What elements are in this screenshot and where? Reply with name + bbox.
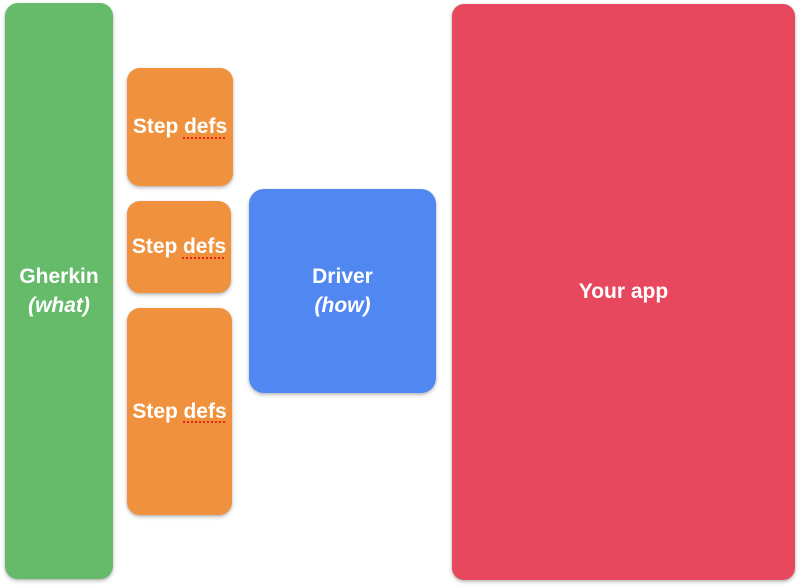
your-app-title: Your app xyxy=(578,280,669,304)
your-app-label: Your app xyxy=(579,277,668,306)
step-defs-misspelled-word: defs xyxy=(183,399,227,423)
driver-annotation: (how) xyxy=(314,294,371,317)
step-defs-misspelled-word: defs xyxy=(183,115,228,139)
gherkin-box: Gherkin (what) xyxy=(5,3,113,579)
step-defs-word: Step xyxy=(132,399,178,423)
gherkin-label: Gherkin (what) xyxy=(19,262,98,321)
driver-label: Driver (how) xyxy=(312,262,373,321)
gherkin-title: Gherkin xyxy=(19,264,99,288)
step-defs-word: Step xyxy=(131,235,178,259)
your-app-box: Your app xyxy=(452,4,795,580)
gherkin-annotation: (what) xyxy=(28,294,90,317)
step-defs-word: Step xyxy=(132,115,179,139)
driver-box: Driver (how) xyxy=(249,189,436,393)
driver-title: Driver xyxy=(312,264,373,288)
step-defs-misspelled-word: defs xyxy=(182,235,227,259)
